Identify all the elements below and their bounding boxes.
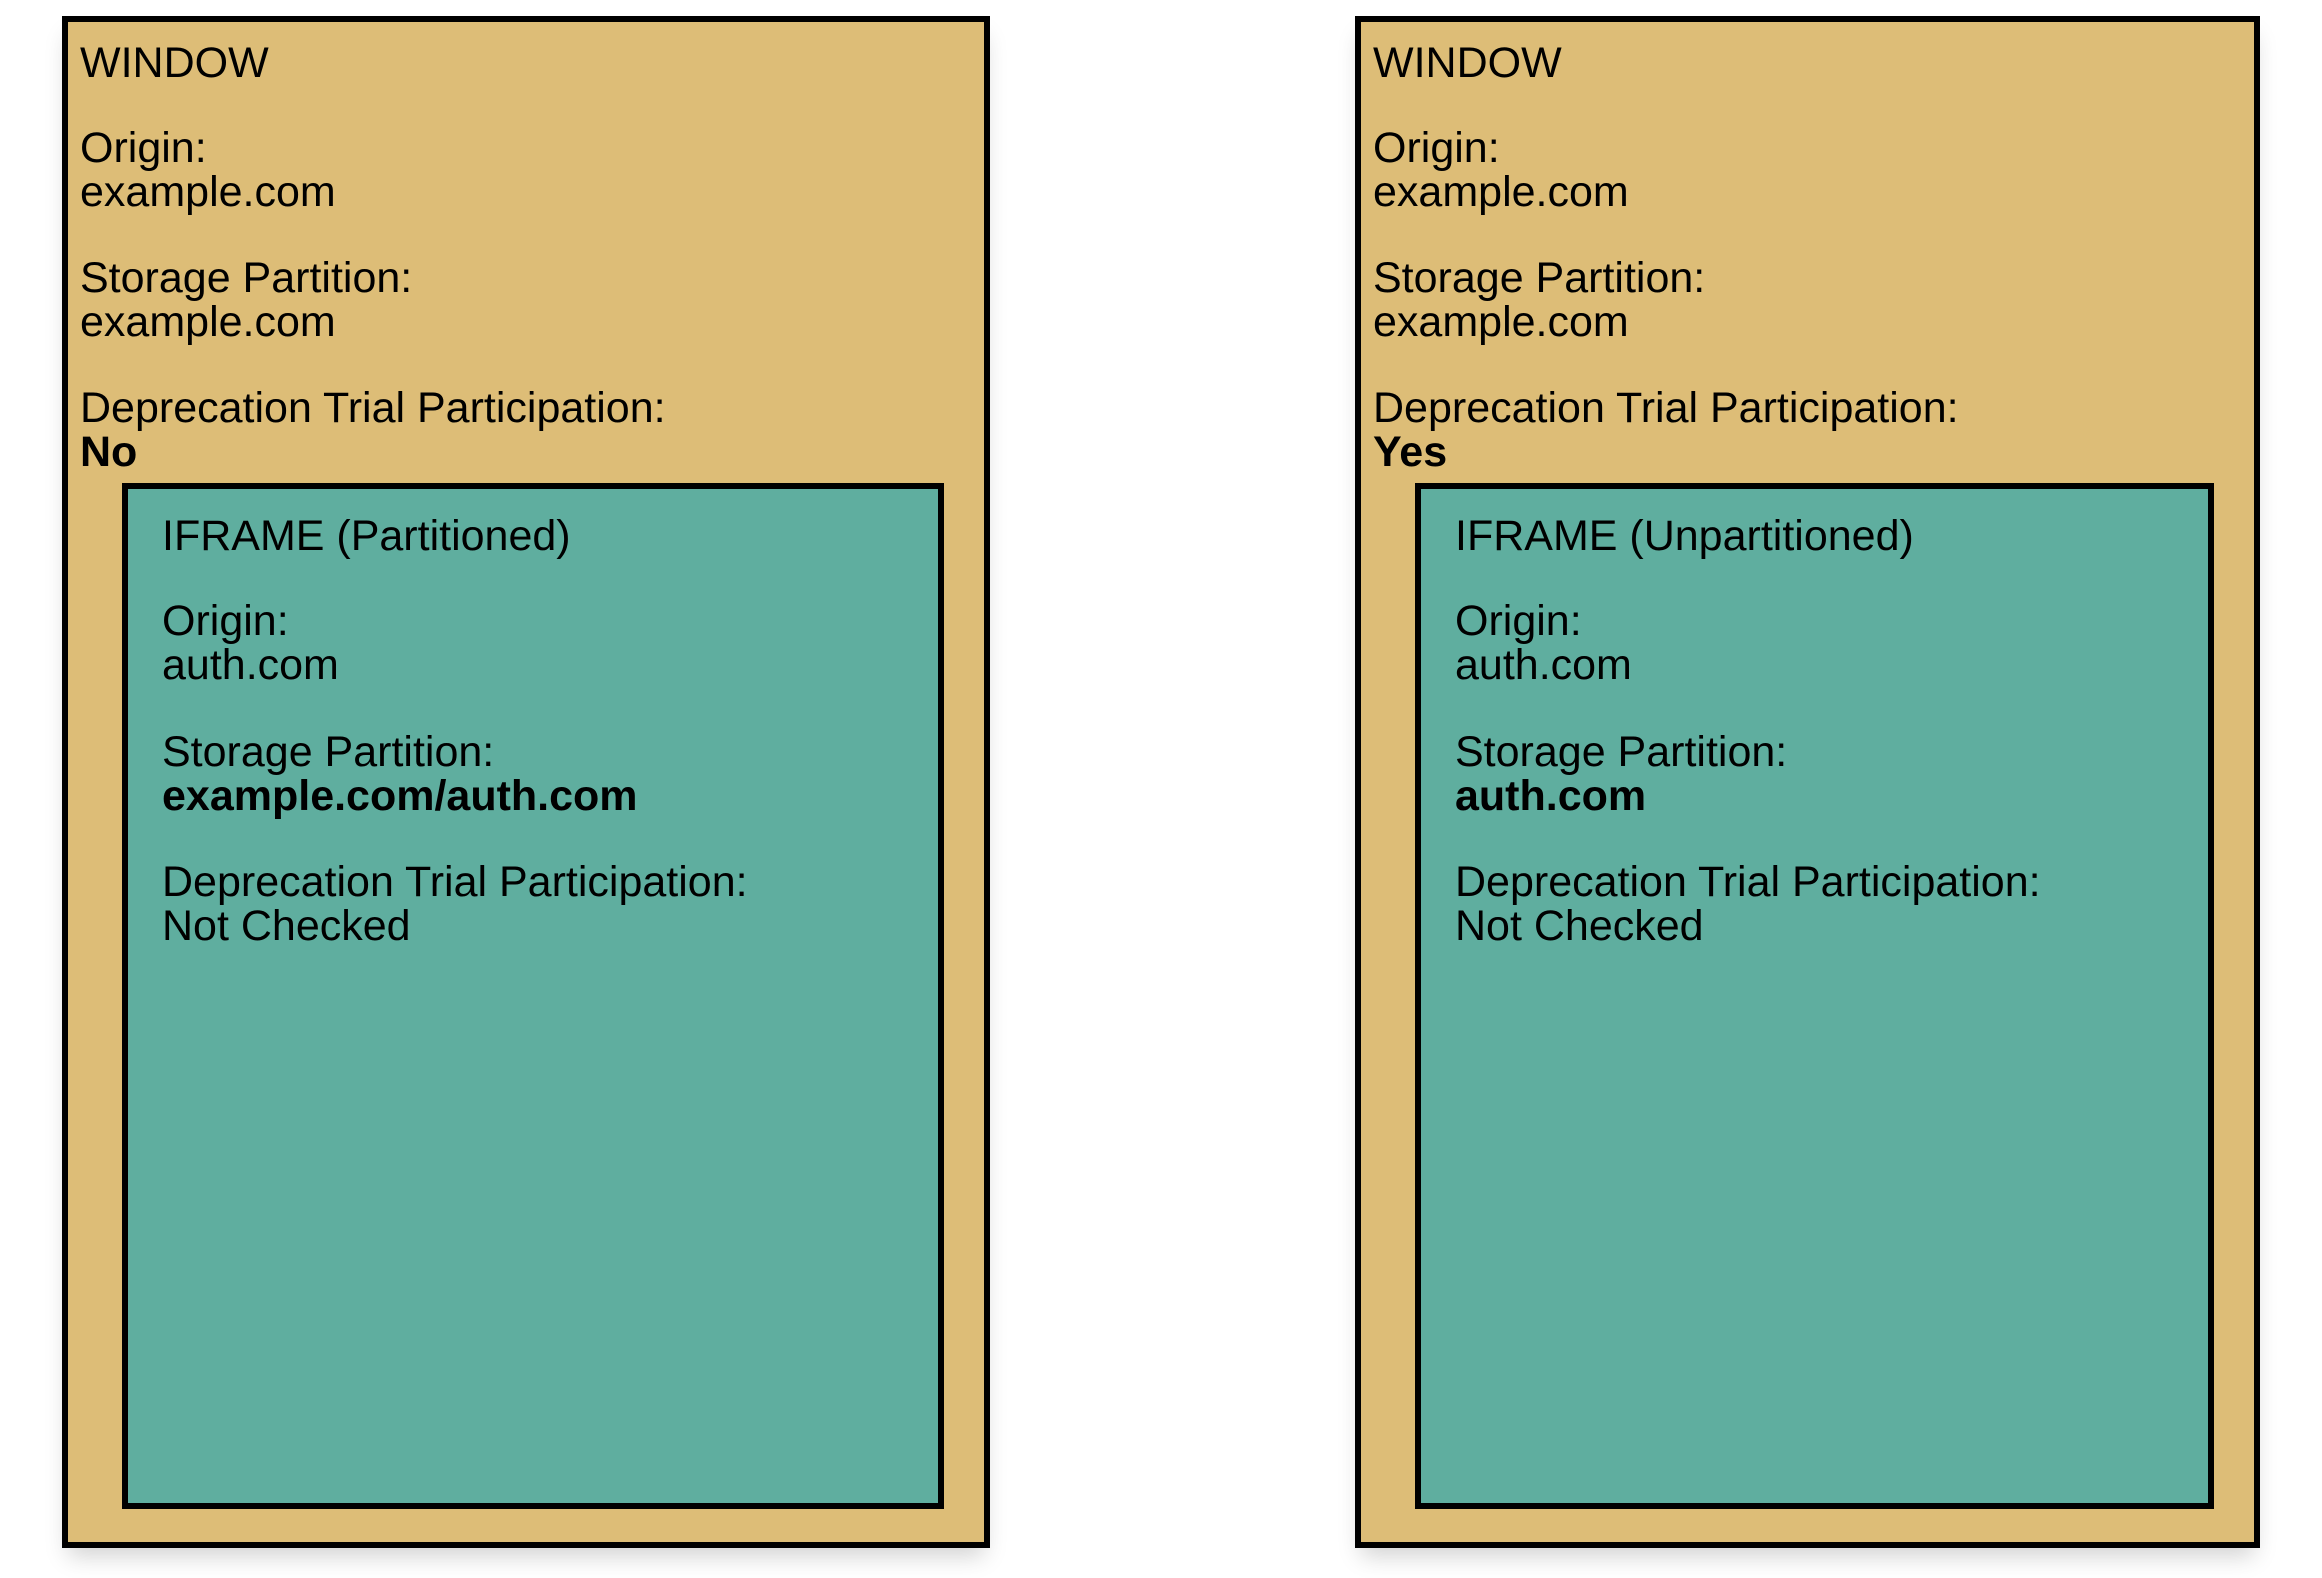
window-left-origin-field: Origin: example.com [80, 124, 974, 216]
window-right-storage-value: example.com [1373, 297, 1629, 346]
iframe-left-storage-label: Storage Partition: [162, 727, 495, 776]
iframe-right-storage-value: auth.com [1455, 771, 1647, 820]
window-right-storage-field: Storage Partition: example.com [1373, 253, 2244, 346]
window-left-origin-value: example.com [80, 167, 336, 216]
window-box-left: WINDOW Origin: example.com Storage Parti… [62, 16, 990, 1548]
iframe-left-trial-field: Deprecation Trial Participation: Not Che… [162, 861, 928, 949]
window-left-storage-field: Storage Partition: example.com [80, 253, 974, 346]
window-left-title: WINDOW [80, 39, 269, 87]
window-right-title: WINDOW [1373, 39, 1562, 87]
iframe-left-trial-value: Not Checked [162, 902, 411, 951]
window-left-trial-value: No [80, 428, 138, 477]
iframe-left-origin-field: Origin: auth.com [162, 597, 928, 689]
window-right-trial-value: Yes [1373, 428, 1448, 477]
window-right-trial-label: Deprecation Trial Participation: [1373, 384, 1959, 433]
window-right-origin-label: Origin: [1373, 124, 1500, 172]
iframe-right-title: IFRAME (Unpartitioned) [1455, 512, 1914, 560]
iframe-right-content: IFRAME (Unpartitioned) Origin: auth.com … [1455, 515, 2198, 949]
iframe-left-origin-value: auth.com [162, 640, 339, 689]
iframe-box-left: IFRAME (Partitioned) Origin: auth.com St… [122, 483, 944, 1509]
iframe-right-origin-value: auth.com [1455, 640, 1632, 689]
window-left-storage-label: Storage Partition: [80, 253, 413, 302]
window-left-content: WINDOW Origin: example.com Storage Parti… [80, 42, 974, 475]
iframe-left-origin-label: Origin: [162, 597, 289, 645]
iframe-right-trial-field: Deprecation Trial Participation: Not Che… [1455, 861, 2198, 949]
window-right-content: WINDOW Origin: example.com Storage Parti… [1373, 42, 2244, 475]
iframe-right-origin-field: Origin: auth.com [1455, 597, 2198, 689]
window-right-storage-label: Storage Partition: [1373, 253, 1706, 302]
iframe-box-right: IFRAME (Unpartitioned) Origin: auth.com … [1415, 483, 2214, 1509]
window-right-origin-field: Origin: example.com [1373, 124, 2244, 216]
window-right-origin-value: example.com [1373, 167, 1629, 216]
window-right-trial-field: Deprecation Trial Participation: Yes [1373, 387, 2244, 475]
iframe-right-trial-label: Deprecation Trial Participation: [1455, 858, 2041, 907]
iframe-left-storage-value: example.com/auth.com [162, 771, 638, 820]
iframe-left-title: IFRAME (Partitioned) [162, 512, 571, 560]
window-left-origin-label: Origin: [80, 124, 207, 172]
iframe-right-storage-label: Storage Partition: [1455, 727, 1788, 776]
window-box-right: WINDOW Origin: example.com Storage Parti… [1355, 16, 2260, 1548]
iframe-left-storage-field: Storage Partition: example.com/auth.com [162, 727, 928, 820]
iframe-right-trial-value: Not Checked [1455, 902, 1704, 951]
iframe-right-origin-label: Origin: [1455, 597, 1582, 645]
iframe-right-storage-field: Storage Partition: auth.com [1455, 727, 2198, 820]
iframe-left-trial-label: Deprecation Trial Participation: [162, 858, 748, 907]
window-left-storage-value: example.com [80, 297, 336, 346]
iframe-left-content: IFRAME (Partitioned) Origin: auth.com St… [162, 515, 928, 949]
window-left-trial-field: Deprecation Trial Participation: No [80, 387, 974, 475]
window-left-trial-label: Deprecation Trial Participation: [80, 384, 666, 433]
